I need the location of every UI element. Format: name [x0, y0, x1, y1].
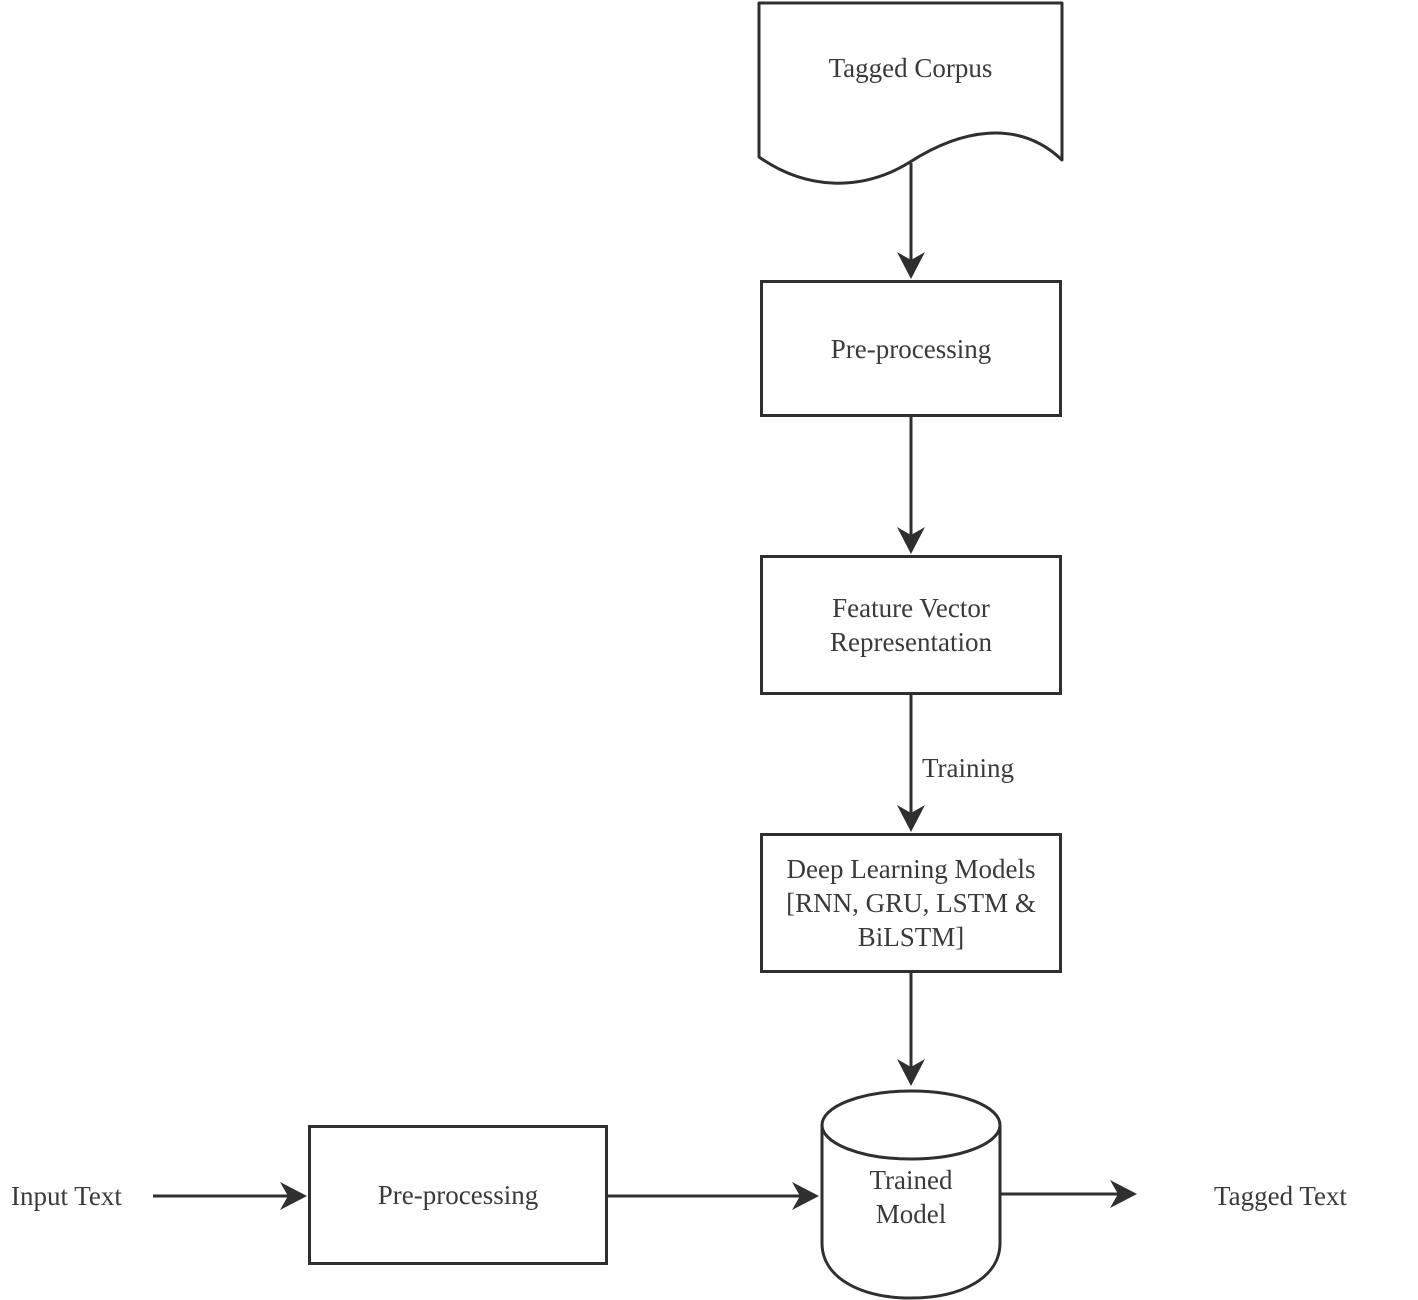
arrowhead-corpus-to-preprocessing — [897, 252, 925, 279]
feature-vector-box: Feature Vector Representation — [760, 555, 1062, 695]
trained-model-cylinder-body — [820, 1125, 1002, 1300]
preprocessing-training-label: Pre-processing — [830, 333, 992, 364]
input-text-label: Input Text — [11, 1181, 122, 1211]
preprocessing-training-box: Pre-processing — [760, 280, 1062, 417]
preprocessing-inference-box: Pre-processing — [308, 1125, 608, 1265]
arrowhead-preprocessing-to-featurevector — [897, 527, 925, 554]
arrowhead-featurevector-to-models — [897, 805, 925, 832]
tagged-corpus-document-shape — [757, 1, 1064, 185]
trained-model-label: Trained Model — [869, 1165, 953, 1229]
arrowhead-preprocessing-to-trainedmodel — [792, 1182, 819, 1210]
arrowhead-models-to-trainedmodel — [897, 1059, 925, 1086]
preprocessing-inference-label: Pre-processing — [377, 1180, 539, 1210]
arrowhead-trainedmodel-to-taggedtext — [1110, 1180, 1137, 1208]
tagged-corpus-label: Tagged Corpus — [828, 53, 993, 83]
tagged-corpus-node: Tagged Corpus — [758, 38, 1063, 98]
trained-model-node: Trained Model — [822, 1158, 1000, 1236]
arrowhead-inputtext-to-preprocessing — [280, 1182, 307, 1210]
tagged-text-label: Tagged Text — [1214, 1181, 1347, 1211]
deep-learning-models-box: Deep Learning Models [RNN, GRU, LSTM & B… — [760, 833, 1062, 973]
training-edge-label: Training — [922, 753, 1015, 783]
deep-learning-models-label: Deep Learning Models [RNN, GRU, LSTM & B… — [786, 854, 1036, 952]
feature-vector-label: Feature Vector Representation — [830, 593, 992, 657]
trained-model-cylinder-top — [820, 1089, 1002, 1161]
